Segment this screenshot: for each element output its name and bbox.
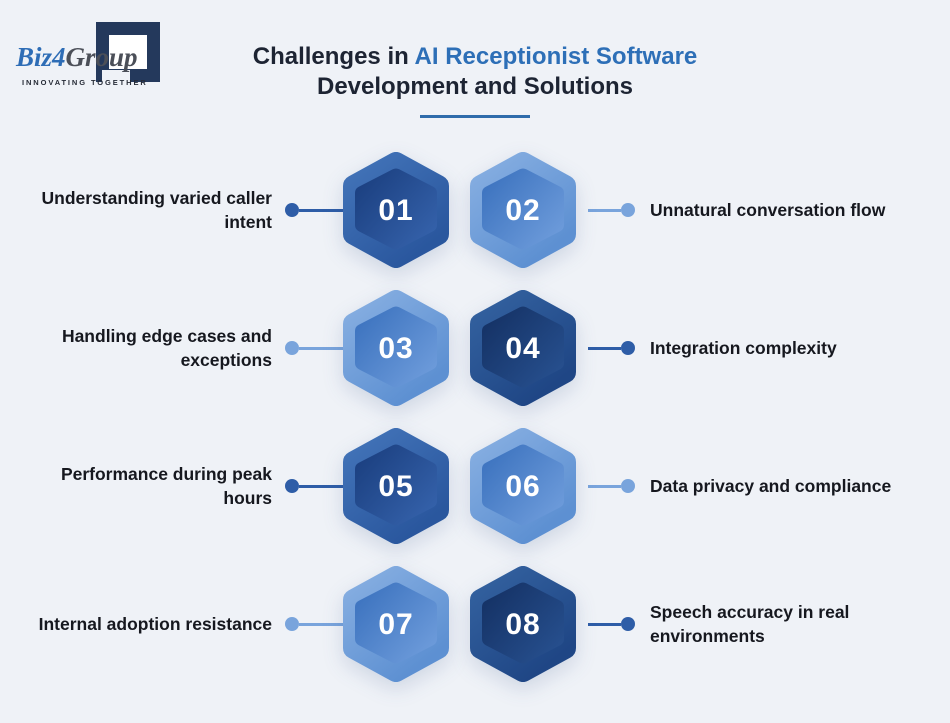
challenge-label-05: Performance during peak hours [60, 464, 272, 508]
logo-tagline: INNOVATING TOGETHER [22, 78, 148, 87]
hexagon-number: 06 [505, 470, 540, 503]
connector-dot-07 [285, 617, 299, 631]
connector-01 [285, 203, 357, 217]
hexagon-badge-05: 05 [341, 426, 451, 546]
page-title-line2: Development and Solutions [316, 73, 634, 100]
connector-line-08 [588, 622, 621, 626]
hexagon-number: 03 [378, 332, 413, 365]
hexagon-number: 05 [378, 470, 413, 503]
hexagon-badge-03: 03 [341, 288, 451, 408]
connector-line-07 [299, 622, 357, 626]
hexagon-badge-08: 08 [468, 564, 578, 684]
connector-dot-02 [621, 203, 635, 217]
hexagon-number: 01 [378, 194, 413, 227]
brand-logo: Biz4Group INNOVATING TOGETHER [14, 18, 194, 102]
hexagon-number: 04 [505, 332, 540, 365]
page-title: Challenges in AI Receptionist Software D… [0, 42, 950, 118]
connector-02 [588, 203, 635, 217]
hexagon-inner-shape [482, 168, 564, 250]
hexagon-badge-02: 02 [468, 150, 578, 270]
title-underline [420, 115, 530, 118]
challenge-label-06: Data privacy and compliance [650, 476, 892, 496]
connector-06 [588, 479, 635, 493]
connector-line-03 [299, 346, 357, 350]
challenge-row-4: Internal adoption resistance 07 08 Speec… [0, 555, 950, 693]
page-title-line1: Challenges in AI Receptionist Software [0, 42, 950, 72]
logo-word-biz: Biz [16, 42, 53, 72]
connector-08 [588, 617, 635, 631]
challenge-label-01: Understanding varied caller intent [41, 188, 273, 232]
connector-line-01 [299, 208, 357, 212]
connector-dot-06 [621, 479, 635, 493]
connector-line-04 [588, 346, 621, 350]
hexagon-number: 02 [505, 194, 540, 227]
logo-wordmark: Biz4Group [16, 44, 138, 71]
challenge-label-03: Handling edge cases and exceptions [61, 326, 272, 370]
connector-dot-03 [285, 341, 299, 355]
challenge-label-04: Integration complexity [650, 338, 837, 358]
connector-07 [285, 617, 357, 631]
logo-square-notch [102, 70, 130, 84]
hexagon-inner-shape [355, 168, 437, 250]
hexagon-number: 07 [378, 608, 413, 641]
logo-word-group: Group [65, 42, 138, 72]
connector-line-06 [588, 484, 621, 488]
title-highlight: AI Receptionist Software [414, 43, 698, 70]
connector-line-05 [299, 484, 357, 488]
title-prefix: Challenges in [252, 43, 415, 70]
connector-03 [285, 341, 357, 355]
challenge-row-3: Performance during peak hours 05 06 Data… [0, 417, 950, 555]
hexagon-badge-06: 06 [468, 426, 578, 546]
logo-word-4: 4 [52, 42, 66, 72]
connector-dot-08 [621, 617, 635, 631]
connector-line-02 [588, 208, 621, 212]
challenge-label-02: Unnatural conversation flow [650, 200, 886, 220]
hexagon-inner-shape [355, 306, 437, 388]
challenge-label-08: Speech accuracy in real environments [650, 602, 850, 646]
connector-dot-04 [621, 341, 635, 355]
connector-dot-01 [285, 203, 299, 217]
connector-04 [588, 341, 635, 355]
challenge-label-07: Internal adoption resistance [38, 614, 272, 634]
hexagon-inner-shape [482, 582, 564, 664]
connector-05 [285, 479, 357, 493]
hexagon-inner-shape [355, 444, 437, 526]
hexagon-badge-07: 07 [341, 564, 451, 684]
hexagon-badge-04: 04 [468, 288, 578, 408]
hexagon-number: 08 [505, 608, 540, 641]
hexagon-inner-shape [355, 582, 437, 664]
hexagon-inner-shape [482, 444, 564, 526]
hexagon-badge-01: 01 [341, 150, 451, 270]
hexagon-inner-shape [482, 306, 564, 388]
connector-dot-05 [285, 479, 299, 493]
challenge-row-2: Handling edge cases and exceptions 03 04… [0, 279, 950, 417]
challenge-row-1: Understanding varied caller intent 01 02… [0, 141, 950, 279]
